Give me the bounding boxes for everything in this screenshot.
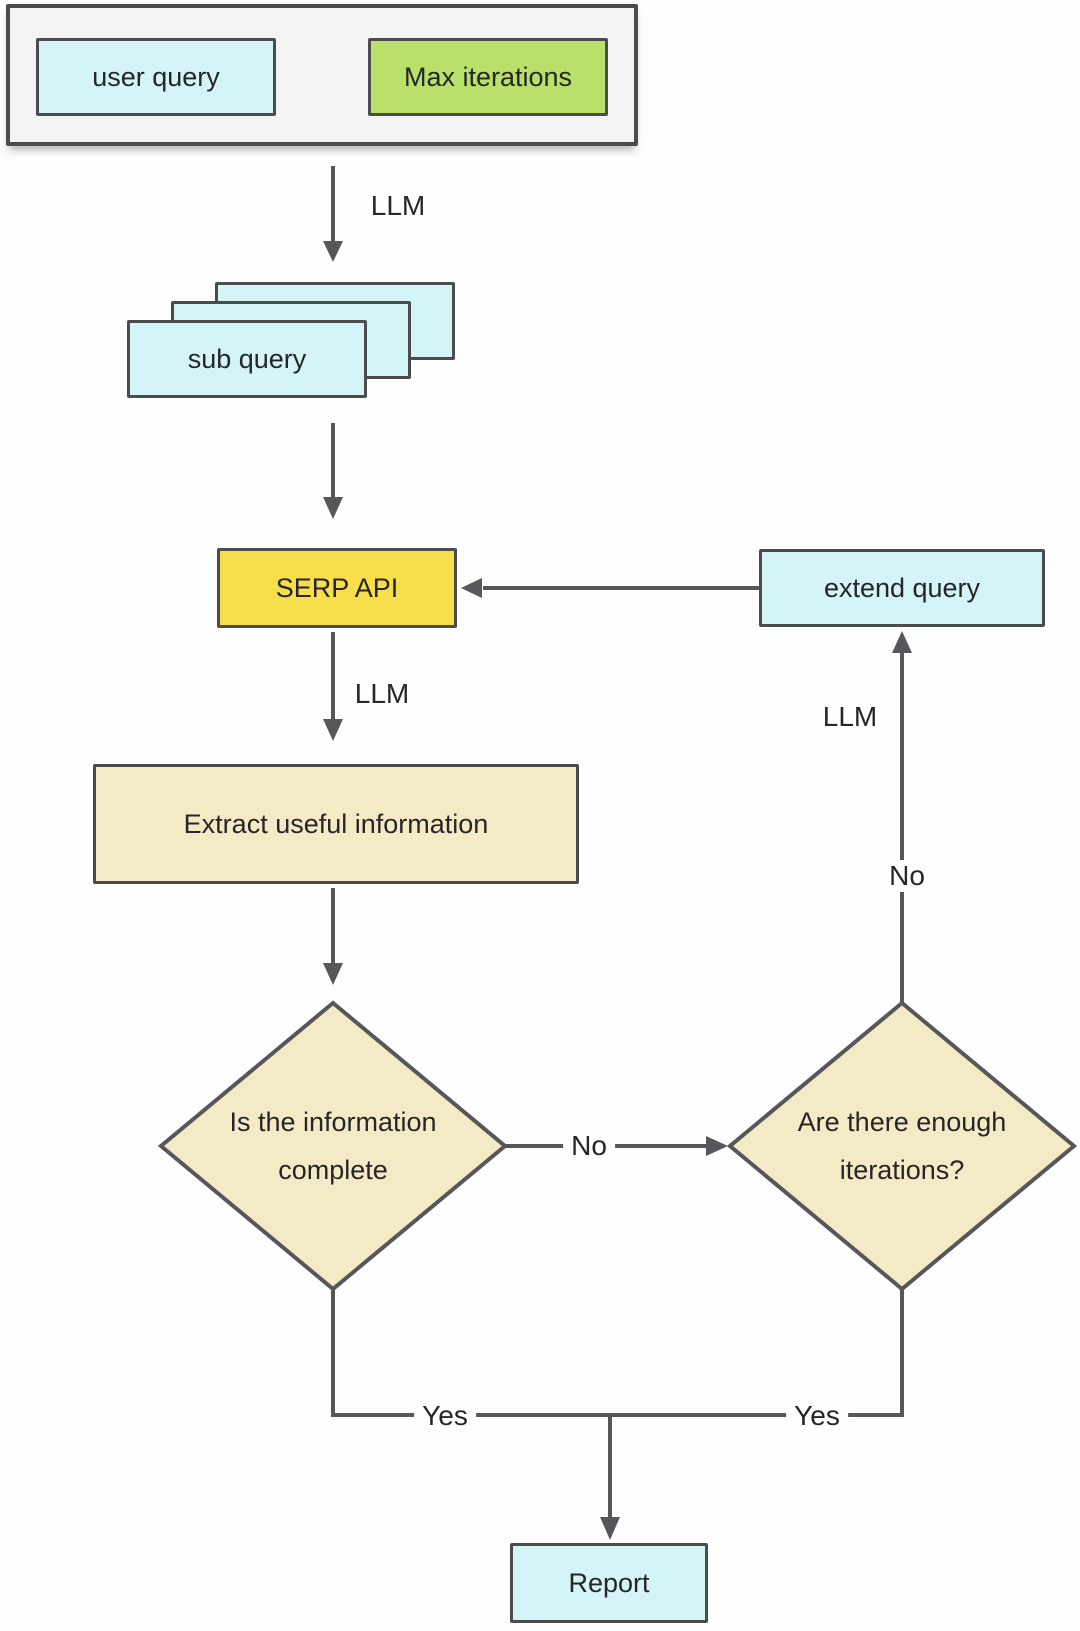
serp-api-node: SERP API bbox=[217, 548, 457, 628]
extend-query-node: extend query bbox=[759, 549, 1045, 627]
edge-no-to-iterations bbox=[505, 1136, 728, 1156]
decision-enough-iterations-shape bbox=[726, 1000, 1078, 1292]
edge-serp-to-extract bbox=[323, 632, 343, 741]
decision-info-complete-label: Is the information complete bbox=[229, 1098, 436, 1194]
edge-extend-to-serp bbox=[461, 578, 759, 598]
decision-info-complete-shape bbox=[157, 1000, 509, 1292]
edge-label-yes-left: Yes bbox=[414, 1400, 476, 1432]
extract-info-node: Extract useful information bbox=[93, 764, 579, 884]
decision-info-complete-line2: complete bbox=[278, 1155, 388, 1185]
decision-enough-iterations-line2: iterations? bbox=[839, 1155, 965, 1185]
report-node: Report bbox=[510, 1543, 708, 1623]
edge-label-llm-to-subquery: LLM bbox=[370, 190, 426, 221]
edge-label-llm-to-extend: LLM bbox=[822, 701, 878, 732]
user-query-node: user query bbox=[36, 38, 276, 116]
decision-enough-iterations-line1: Are there enough bbox=[797, 1107, 1007, 1137]
edge-label-no-to-iterations: No bbox=[563, 1130, 615, 1162]
decision-info-complete-line1: Is the information bbox=[229, 1107, 437, 1137]
edge-inputs-to-subquery bbox=[323, 166, 343, 262]
decision-enough-iterations-label: Are there enough iterations? bbox=[798, 1098, 1007, 1194]
edge-subquery-to-serp bbox=[323, 423, 343, 519]
edge-extract-to-decision bbox=[323, 888, 343, 985]
edge-no-to-extend bbox=[892, 631, 912, 1003]
edge-label-no-to-extend: No bbox=[881, 860, 933, 892]
edge-label-llm-to-extract: LLM bbox=[354, 678, 410, 709]
edge-yes-left bbox=[331, 1289, 612, 1417]
sub-query-node: sub query bbox=[127, 320, 367, 398]
edge-to-report bbox=[600, 1413, 620, 1540]
max-iterations-node: Max iterations bbox=[368, 38, 608, 116]
edge-label-yes-right: Yes bbox=[786, 1400, 848, 1432]
edge-yes-right bbox=[608, 1289, 904, 1417]
